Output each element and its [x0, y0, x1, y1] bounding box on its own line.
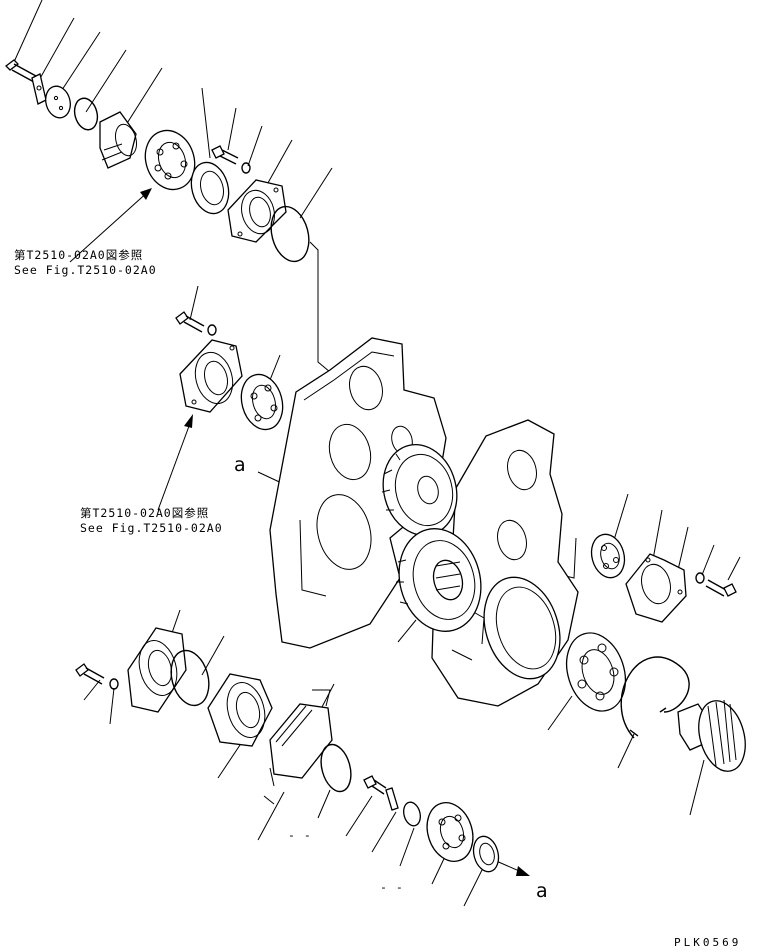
- view-arrow-right: [493, 859, 530, 876]
- callout-top-ja: 第T2510-02A0図参照: [14, 248, 144, 262]
- shim-set-bottom: [263, 689, 333, 805]
- bolt-middle-left: [175, 311, 205, 333]
- washer-right: [695, 572, 705, 584]
- dash-mark-1: - -: [288, 828, 312, 842]
- washer-middle-left: [207, 324, 217, 336]
- bearing-middle: [240, 373, 284, 431]
- bolt-right: [705, 579, 737, 597]
- bolt-mid-top: [211, 145, 239, 165]
- bearing-housing-middle: [179, 339, 243, 413]
- housing-bottom-2: [207, 673, 273, 747]
- bearing-bottom: [426, 802, 474, 862]
- seal-ring-top: [190, 161, 230, 215]
- snap-ring-right: [620, 656, 690, 739]
- bearing-right-large: [565, 632, 627, 712]
- callout-middle-en: See Fig.T2510-02A0: [80, 521, 223, 535]
- bearing-top: [144, 129, 196, 191]
- o-ring-top-large: [270, 205, 310, 263]
- gear-case-plate: [269, 337, 447, 649]
- washer-mid-top: [241, 162, 251, 174]
- bearing-right-small: [590, 533, 626, 579]
- washer-bottom-left: [109, 678, 119, 690]
- drawing-code: PLK0569: [674, 936, 742, 949]
- callout-top: 第T2510-02A0図参照 See Fig.T2510-02A0: [14, 248, 157, 278]
- bolt-bottom-center: [363, 775, 387, 795]
- callout-arrows: [69, 188, 193, 511]
- callout-middle-ja: 第T2510-02A0図参照: [80, 506, 210, 520]
- dash-mark-2: - -: [380, 880, 404, 894]
- gear-lower: [396, 528, 482, 632]
- bolt-bottom-left: [75, 663, 105, 685]
- seal-bottom: [472, 835, 500, 873]
- shaft-sleeve-top: [99, 111, 138, 169]
- lock-plate-bottom: [385, 787, 399, 811]
- pinion-shaft-right: [677, 699, 746, 772]
- o-ring-top-small: [73, 97, 99, 131]
- gear-case-body: [431, 419, 579, 707]
- cover-plate-right: [625, 553, 687, 623]
- view-marker-left: a: [234, 454, 246, 476]
- callout-top-en: See Fig.T2510-02A0: [14, 263, 157, 277]
- view-marker-right: a: [536, 880, 548, 902]
- cover-top: [45, 85, 71, 119]
- housing-bottom-1: [127, 627, 187, 713]
- cover-bottom-small: [403, 801, 421, 827]
- callout-middle: 第T2510-02A0図参照 See Fig.T2510-02A0: [80, 506, 223, 536]
- lock-plate-top: [31, 73, 47, 105]
- o-ring-bottom-2: [320, 743, 352, 793]
- o-ring-bottom-1: [170, 649, 210, 707]
